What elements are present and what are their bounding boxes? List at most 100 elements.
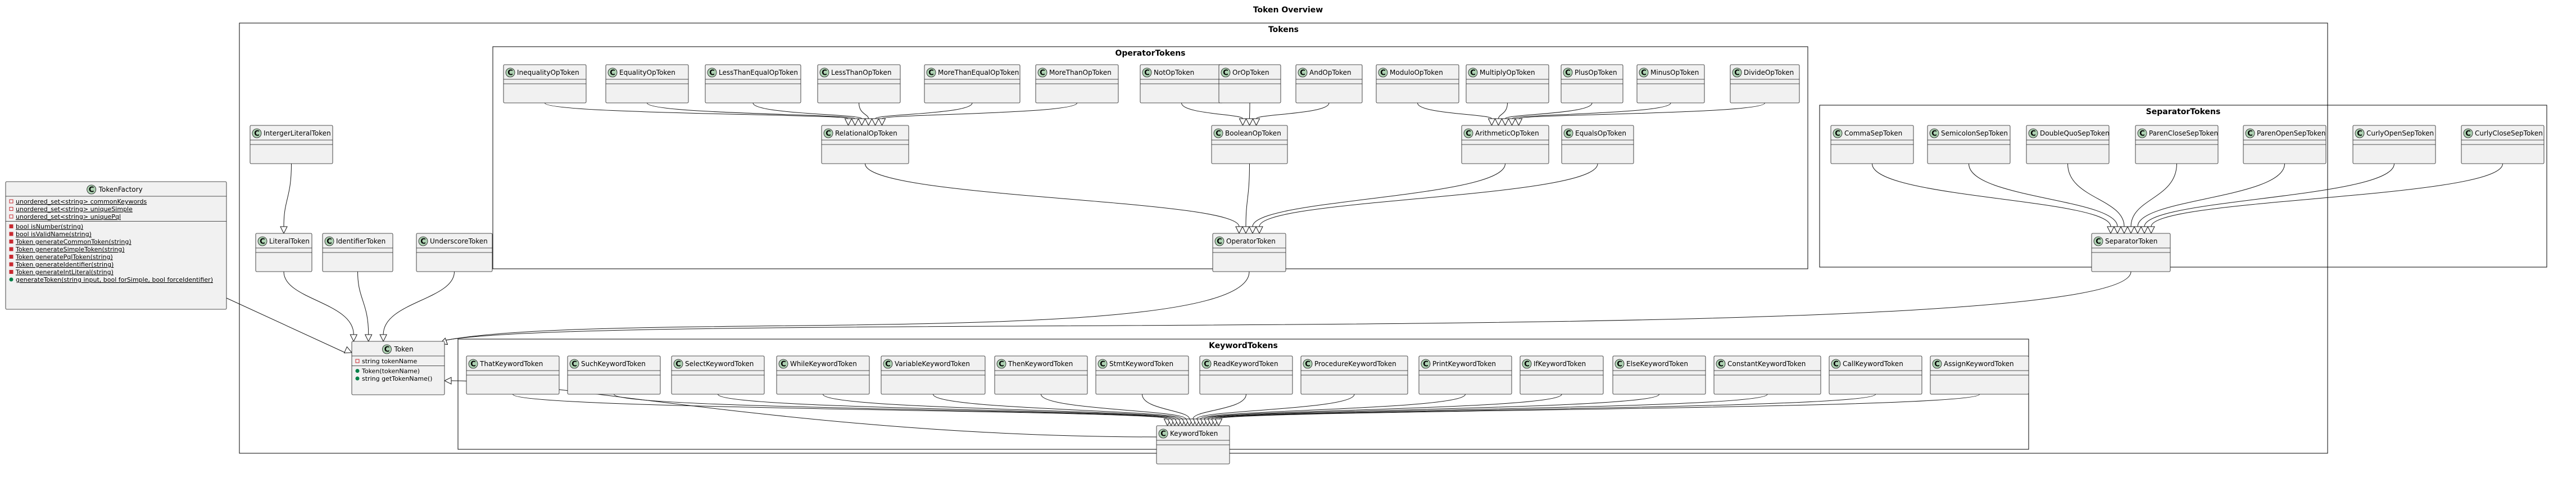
class-literal-token-class-icon-letter: C bbox=[260, 238, 265, 246]
class-that-keyword-token-name: ThatKeywordToken bbox=[479, 360, 543, 368]
edge-not-op-token-to-boolean-op-token bbox=[1181, 102, 1243, 119]
class-literal-token[interactable]: LiteralToken C bbox=[255, 233, 312, 272]
edge-curly-open-sep-token-to-separator-token bbox=[2144, 163, 2394, 227]
class-token-class-icon bbox=[382, 344, 392, 354]
edge-paren-close-sep-token-to-separator-token bbox=[2130, 163, 2177, 227]
class-or-op-token-class-icon bbox=[1221, 67, 1231, 78]
class-underscore-token-class-icon-letter: C bbox=[420, 238, 426, 246]
edge-plus-op-token-to-arithmetic-op-token bbox=[1505, 102, 1593, 119]
class-variable-keyword-token-class-icon bbox=[883, 359, 893, 369]
class-procedure-keyword-token-name: ProcedureKeywordToken bbox=[1314, 360, 1396, 368]
class-less-than-equal-op-token-name: LessThanEqualOpToken bbox=[719, 69, 798, 76]
edge-less-than-equal-op-token-to-relational-op-token-arrowhead bbox=[858, 118, 866, 127]
class-operator-token-class-icon bbox=[1214, 236, 1224, 246]
edge-interger-literal-token-to-literal-token-arrowhead bbox=[280, 226, 288, 235]
class-relational-op-token-name: RelationalOpToken bbox=[835, 129, 897, 137]
edge-identifier-token-to-token-arrowhead bbox=[364, 334, 373, 342]
class-token-factory-method-3: Token generateSimpleToken(string) bbox=[15, 246, 125, 253]
class-curly-open-sep-token-class-icon-letter: C bbox=[2357, 130, 2362, 138]
class-while-keyword-token-class-icon bbox=[778, 359, 788, 369]
class-token-factory-field-0-private-icon bbox=[9, 199, 13, 204]
edge-stmt-keyword-token-to-keyword-token bbox=[1142, 394, 1190, 420]
edge-equality-op-token-to-relational-op-token-arrowhead bbox=[851, 118, 859, 127]
edge-arithmetic-op-token-to-operator-token-arrowhead bbox=[1249, 226, 1257, 235]
edge-underscore-token-to-token bbox=[383, 271, 455, 335]
class-token-factory-method-4: Token generatePqlToken(string) bbox=[15, 254, 113, 261]
class-boolean-op-token[interactable]: BooleanOpToken C bbox=[1211, 125, 1288, 164]
edge-curly-close-sep-token-to-separator-token bbox=[2151, 163, 2503, 227]
class-token-factory-method-7-public-icon bbox=[9, 277, 13, 282]
class-token-class-icon-letter: C bbox=[384, 346, 390, 354]
class-divide-op-token-class-icon-letter: C bbox=[1734, 69, 1740, 78]
edge-boolean-op-token-to-operator-token-arrowhead bbox=[1242, 226, 1250, 235]
class-plus-op-token-class-icon-letter: C bbox=[1565, 69, 1571, 78]
class-equality-op-token-name: EqualityOpToken bbox=[619, 69, 675, 76]
class-literal-token-name: LiteralToken bbox=[269, 237, 310, 245]
package-keyword-tokens: KeywordTokens bbox=[457, 339, 2029, 450]
class-and-op-token-class-icon-letter: C bbox=[1300, 69, 1305, 78]
class-boolean-op-token-class-icon-letter: C bbox=[1216, 130, 1221, 138]
edge-curly-close-sep-token-to-separator-token-arrowhead bbox=[2147, 226, 2155, 235]
class-comma-sep-token-class-icon-letter: C bbox=[1835, 130, 1840, 138]
class-print-keyword-token-class-icon-letter: C bbox=[1423, 360, 1428, 369]
class-token-factory-method-6-private-icon bbox=[9, 270, 13, 274]
class-token-factory-method-4-private-icon bbox=[9, 255, 13, 259]
edge-relational-op-token-to-operator-token-arrowhead bbox=[1235, 226, 1243, 235]
class-else-keyword-token-name: ElseKeywordToken bbox=[1626, 360, 1688, 368]
class-such-keyword-token-class-icon-letter: C bbox=[572, 360, 577, 369]
edge-modulo-op-token-to-arithmetic-op-token-arrowhead bbox=[1487, 118, 1496, 127]
class-print-keyword-token-class-icon bbox=[1421, 359, 1431, 369]
class-token-factory-class-icon bbox=[87, 184, 97, 195]
class-stmt-keyword-token-name: StmtKeywordToken bbox=[1109, 360, 1173, 368]
class-boolean-op-token-name: BooleanOpToken bbox=[1225, 129, 1281, 137]
